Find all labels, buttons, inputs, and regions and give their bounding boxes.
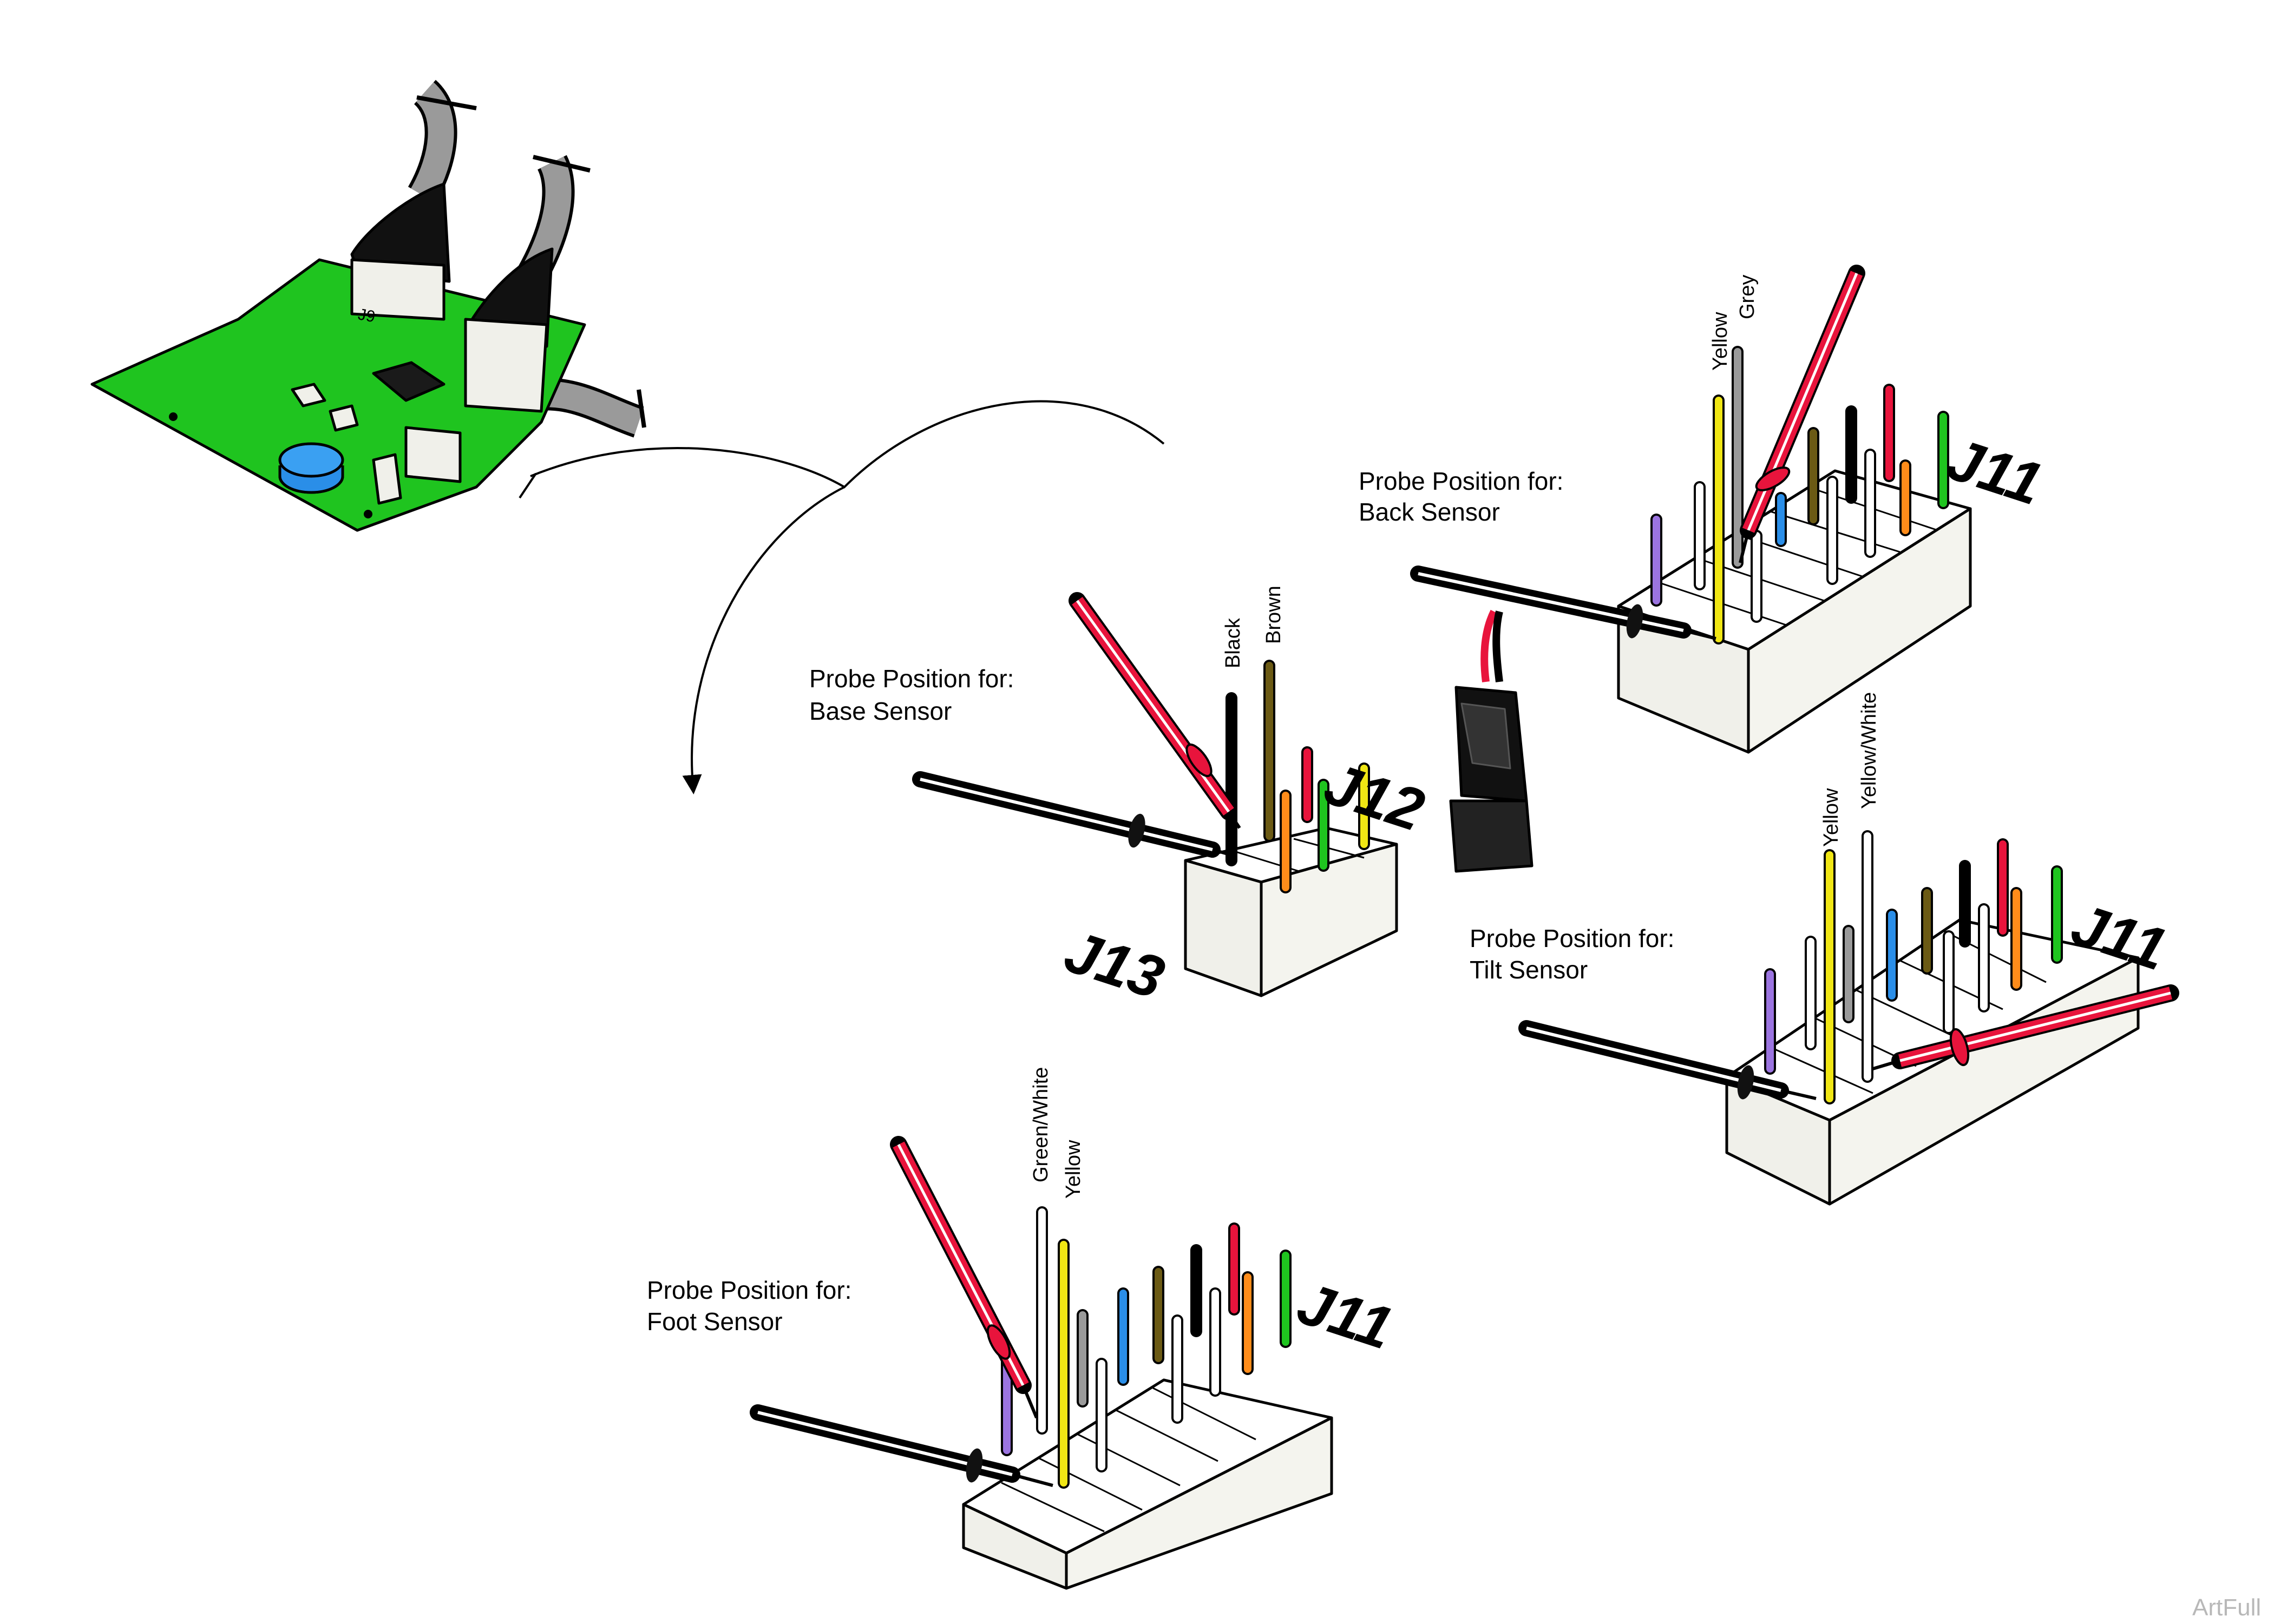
back-caption-line2: Back Sensor [1359,498,1500,526]
tilt-caption-line1: Probe Position for: [1470,924,1674,952]
base-caption-line1: Probe Position for: [809,665,1014,693]
base-black-probe [912,771,1232,858]
base-caption-line2: Base Sensor [809,697,952,725]
back-wire-label-1: Yellow [1709,312,1732,371]
watermark: ArtFull [2192,1594,2261,1621]
foot-black-probe [750,1404,1053,1487]
j11-foot-label: J11 [1290,1270,1401,1362]
foot-wire-label-2: Yellow [1062,1140,1085,1199]
pointer-arrow [530,400,1165,785]
j13-pins [1226,660,1370,893]
back-caption-line1: Probe Position for: [1359,467,1563,495]
j11-back-connector [1617,469,1972,754]
foot-caption-line2: Foot Sensor [647,1307,783,1336]
back-black-probe [1410,566,1716,640]
j13-label: J13 [1057,918,1172,1012]
back-red-probe [1739,265,1865,563]
board-connector-label: J9 [357,305,377,326]
j13-connector [1184,826,1398,997]
foot-caption-line1: Probe Position for: [647,1276,851,1304]
j11-back-pins [1650,346,1949,645]
tilt-wire-label-1: Yellow [1820,788,1843,847]
j11-tilt-pins [1764,830,2063,1104]
tilt-black-probe [1518,1020,1817,1100]
j11-foot-pins [1001,1206,1292,1489]
back-wire-label-2: Grey [1736,275,1759,319]
foot-red-probe [890,1136,1038,1419]
tilt-red-probe [1872,984,2179,1070]
control-board: J9 [90,80,646,532]
tilt-caption-line2: Tilt Sensor [1470,956,1588,984]
base-wire-label-1: Black [1222,617,1244,668]
foot-wire-label-1: Green/White [1030,1067,1052,1182]
tilt-wire-label-2: Yellow/White [1858,692,1880,809]
base-wire-label-2: Brown [1262,586,1285,644]
j11-foot-connector [962,1378,1333,1590]
j12-plug [1449,609,1534,873]
base-red-probe [1069,592,1241,829]
